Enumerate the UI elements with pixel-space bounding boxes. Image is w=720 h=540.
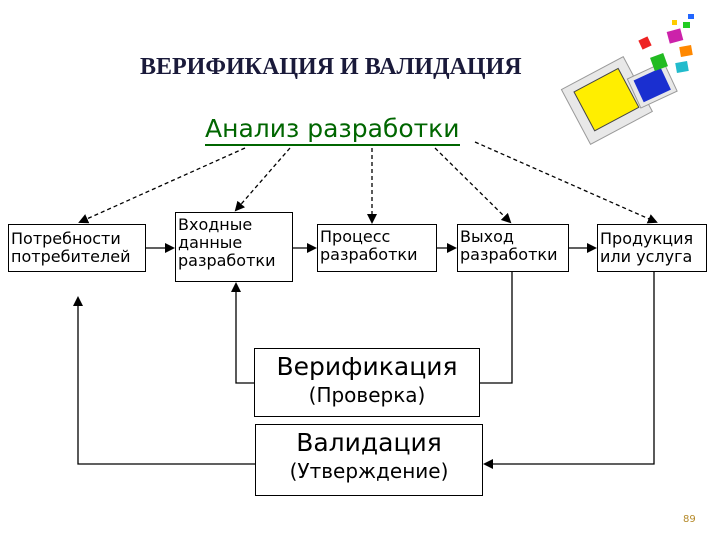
product-service-box: Продукция или услуга — [597, 224, 707, 272]
validation-to-needs-arrow — [78, 298, 255, 464]
product-to-validation-arrow — [485, 272, 654, 464]
verification-box: Верификация (Проверка) — [254, 348, 480, 417]
dashed-arrow-to-input — [236, 148, 290, 210]
design-input-box: Входные данные разработки — [175, 212, 293, 282]
dashed-arrow-to-product — [475, 142, 656, 222]
verification-heading: Верификация — [255, 351, 479, 383]
verification-subtext: (Проверка) — [255, 383, 479, 407]
design-process-box: Процесс разработки — [317, 224, 437, 272]
design-output-box: Выход разработки — [457, 224, 569, 272]
dashed-arrow-to-needs — [80, 148, 245, 222]
validation-box: Валидация (Утверждение) — [255, 424, 483, 496]
validation-subtext: (Утверждение) — [256, 459, 482, 483]
verification-to-input-arrow — [236, 284, 254, 383]
dashed-arrow-to-output — [435, 148, 510, 222]
page-number: 89 — [683, 514, 696, 525]
validation-heading: Валидация — [256, 427, 482, 459]
output-to-verification-line — [480, 272, 512, 383]
customer-needs-box: Потребности потребителей — [8, 224, 146, 272]
